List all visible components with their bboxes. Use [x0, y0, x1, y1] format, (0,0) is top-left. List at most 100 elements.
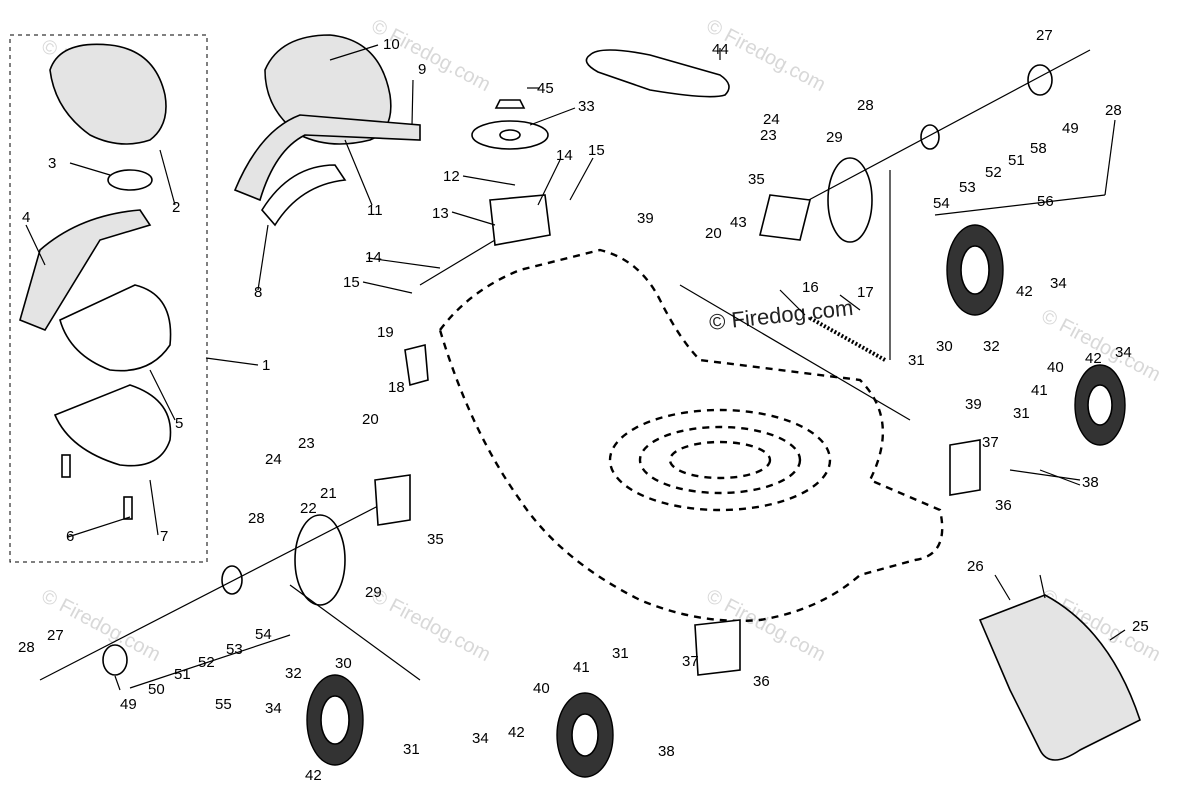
label-part-29b: 29: [365, 584, 382, 601]
spring: [809, 316, 886, 362]
mulch-kit-box: [9, 34, 208, 563]
label-part-42b: 42: [1085, 350, 1102, 367]
label-part-44: 44: [712, 41, 729, 58]
pulley-hub: [499, 129, 521, 141]
label-part-54b: 54: [255, 626, 272, 643]
label-part-52a: 52: [985, 164, 1002, 181]
label-part-53b: 53: [226, 641, 243, 658]
label-part-3: 3: [48, 155, 56, 172]
label-part-53a: 53: [959, 179, 976, 196]
label-part-7: 7: [160, 528, 168, 545]
rear-wheel-hub: [320, 695, 350, 745]
label-part-23b: 23: [298, 435, 315, 452]
label-part-36a: 36: [995, 497, 1012, 514]
label-part-24a: 24: [763, 111, 780, 128]
label-part-9: 9: [418, 61, 426, 78]
rear-left-assembly: [39, 343, 429, 766]
label-part-41b: 41: [573, 659, 590, 676]
label-part-52b: 52: [198, 654, 215, 671]
label-part-50: 50: [148, 681, 165, 698]
label-part-42a: 42: [1016, 283, 1033, 300]
label-part-1: 1: [262, 357, 270, 374]
mulch-knob: [107, 169, 153, 191]
pinion: [102, 644, 128, 676]
label-part-41a: 41: [1031, 382, 1048, 399]
mulch-handle: [19, 209, 152, 331]
label-part-25: 25: [1132, 618, 1149, 635]
label-part-24b: 24: [265, 451, 282, 468]
discharge-chute: [978, 594, 1141, 761]
label-part-35b: 35: [427, 531, 444, 548]
baffle: [261, 164, 347, 227]
label-part-30a: 30: [936, 338, 953, 355]
watermark-text: © Firedog.com: [368, 585, 494, 666]
drive-pulley: [419, 99, 551, 286]
label-part-14b: 14: [365, 249, 382, 266]
label-part-33: 33: [578, 98, 595, 115]
mulch-kit-parts: [19, 43, 172, 520]
pulley-nut: [494, 99, 526, 109]
label-part-27b: 27: [47, 627, 64, 644]
label-part-16: 16: [802, 279, 819, 296]
deck-ring: [638, 425, 802, 495]
spacer: [920, 124, 940, 150]
label-part-31d: 31: [403, 741, 420, 758]
front-bracket-left: [694, 619, 741, 676]
label-part-45: 45: [537, 80, 554, 97]
label-part-15a: 15: [588, 142, 605, 159]
spacer: [221, 565, 243, 595]
label-part-32a: 32: [983, 338, 1000, 355]
drive-gear-wheel: [827, 157, 873, 243]
label-part-32b: 32: [285, 665, 302, 682]
axle-line: [39, 504, 381, 681]
mulch-plate: [59, 284, 172, 372]
label-part-54a: 54: [933, 195, 950, 212]
label-part-38b: 38: [658, 743, 675, 760]
mulch-bolt: [61, 454, 71, 478]
label-part-27a: 27: [1036, 27, 1053, 44]
label-part-31a: 31: [908, 352, 925, 369]
label-part-39b: 39: [965, 396, 982, 413]
label-part-36b: 36: [753, 673, 770, 690]
drive-belt: [585, 49, 730, 98]
label-part-40b: 40: [533, 680, 550, 697]
height-bracket: [374, 474, 411, 526]
label-part-35a: 35: [748, 171, 765, 188]
label-part-34b: 34: [1115, 344, 1132, 361]
label-part-23a: 23: [760, 127, 777, 144]
axle-line: [789, 49, 1091, 211]
label-part-34a: 34: [1050, 275, 1067, 292]
label-part-55: 55: [215, 696, 232, 713]
label-part-12: 12: [443, 168, 460, 185]
label-part-42d: 42: [508, 724, 525, 741]
label-part-13: 13: [432, 205, 449, 222]
label-part-37a: 37: [982, 434, 999, 451]
rear-wheel-hub: [960, 245, 990, 295]
label-part-28c: 28: [248, 510, 265, 527]
mulch-bolt: [123, 496, 133, 520]
label-part-51a: 51: [1008, 152, 1025, 169]
label-part-31c: 31: [612, 645, 629, 662]
front-wheel-hub: [1087, 384, 1113, 426]
label-part-49b: 49: [120, 696, 137, 713]
label-part-18: 18: [388, 379, 405, 396]
label-part-38a: 38: [1082, 474, 1099, 491]
front-wheel-hub: [571, 713, 599, 757]
drive-shaft: [419, 239, 496, 286]
label-part-22: 22: [300, 500, 317, 517]
label-part-43: 43: [730, 214, 747, 231]
mulch-plug: [53, 384, 172, 467]
label-part-28b: 28: [1105, 102, 1122, 119]
label-part-26: 26: [967, 558, 984, 575]
mulch-cover: [49, 43, 167, 145]
label-part-2: 2: [172, 199, 180, 216]
label-part-49a: 49: [1062, 120, 1079, 137]
label-part-31b: 31: [1013, 405, 1030, 422]
engine-cover-parts: [233, 34, 421, 227]
deck-ring: [608, 408, 832, 512]
label-part-4: 4: [22, 209, 30, 226]
deck-ring: [668, 440, 772, 480]
rear-right-assembly: [759, 49, 1091, 316]
label-part-19: 19: [377, 324, 394, 341]
label-part-40a: 40: [1047, 359, 1064, 376]
